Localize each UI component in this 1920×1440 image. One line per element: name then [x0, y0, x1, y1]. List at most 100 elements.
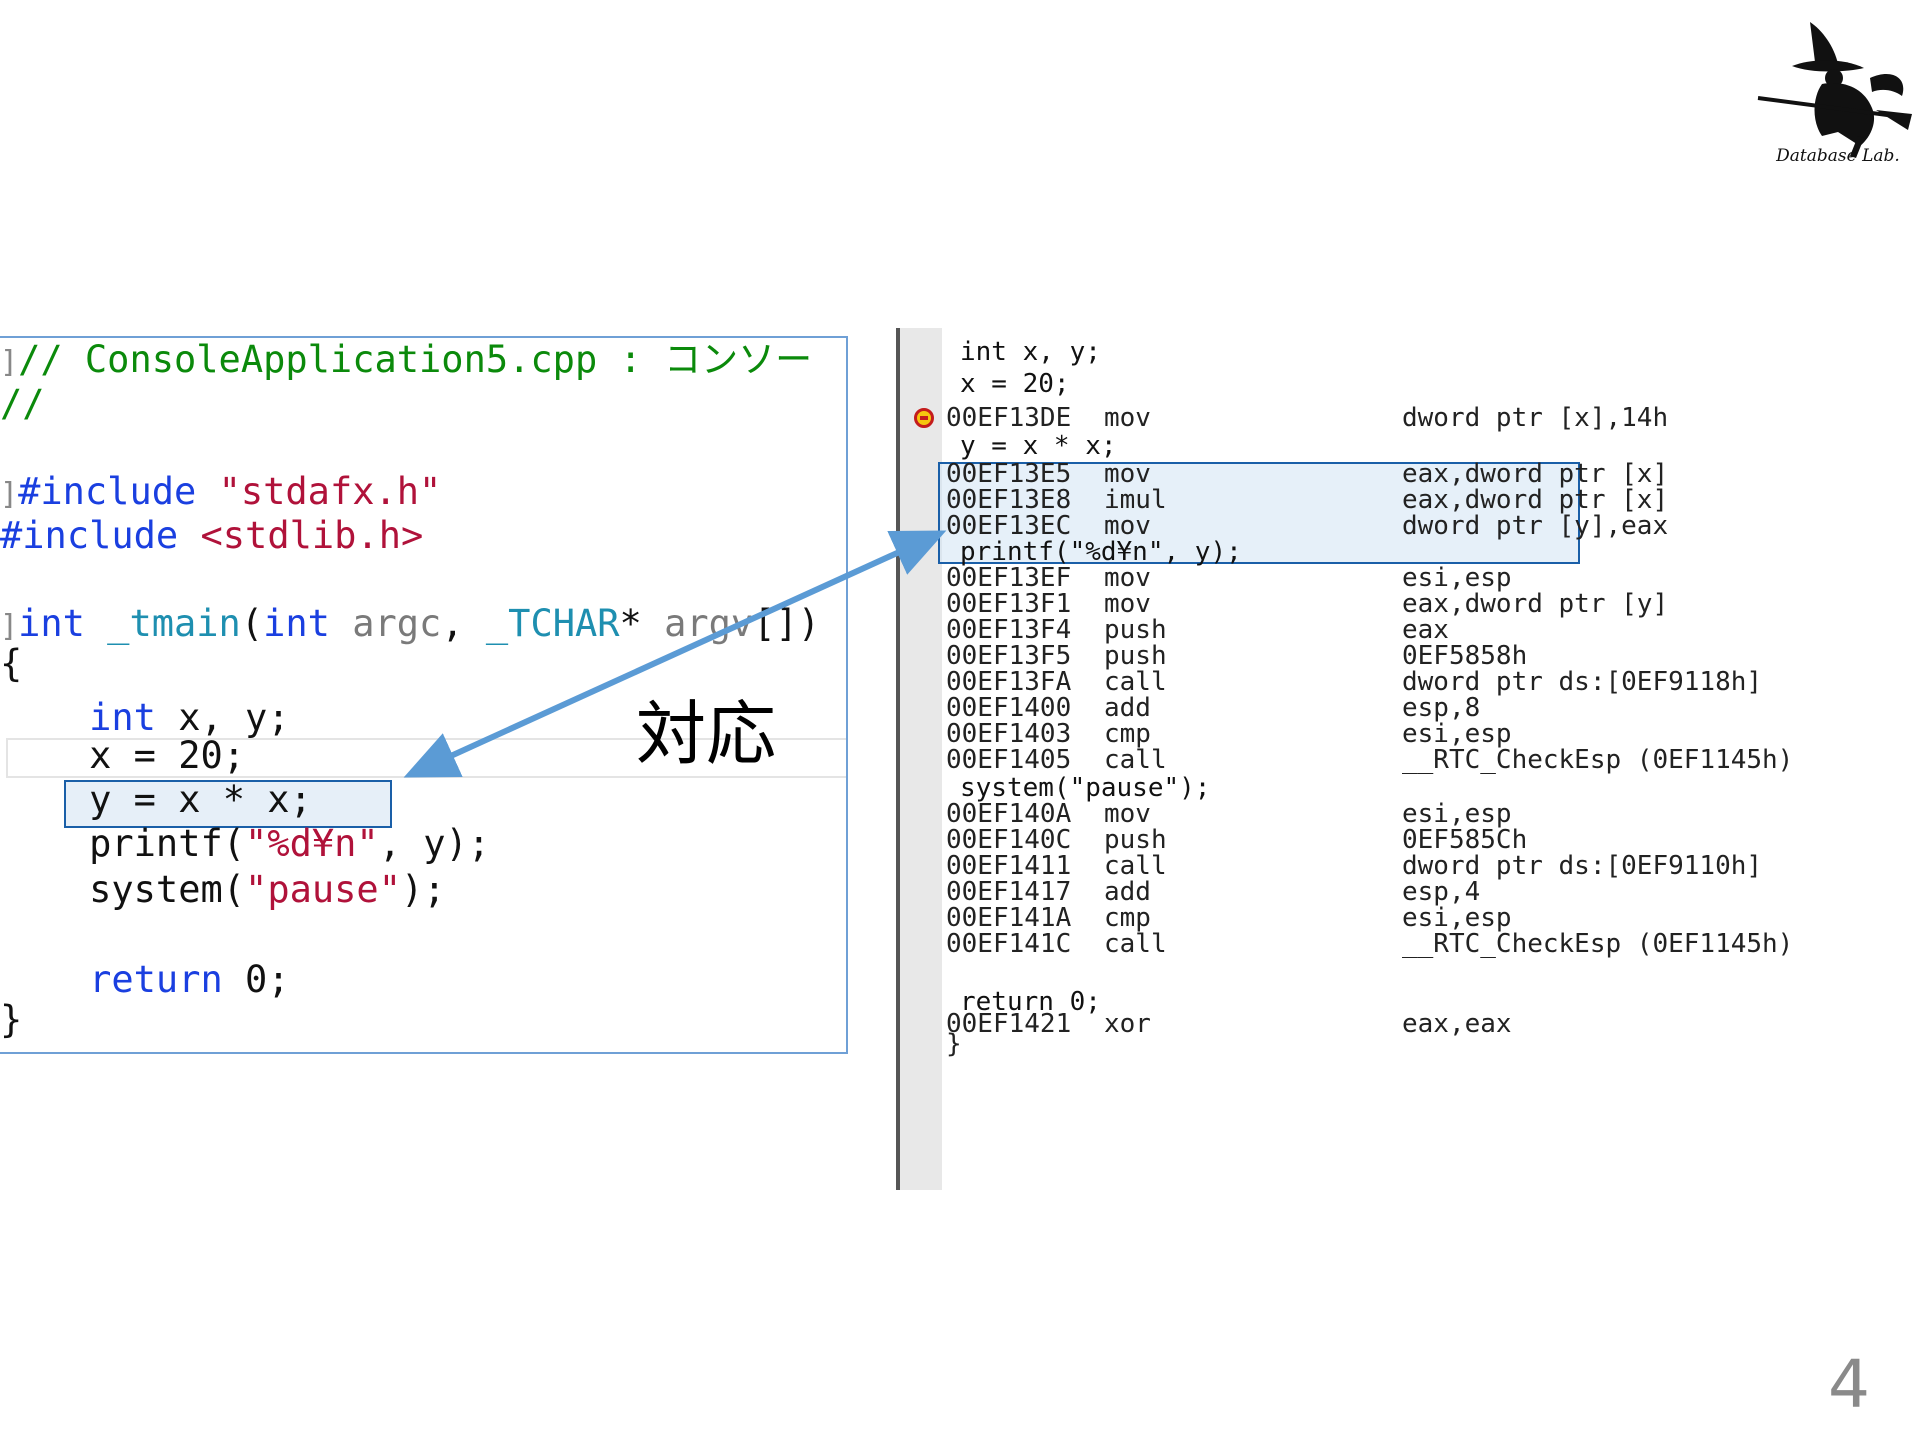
instruction-op: mov [1104, 403, 1151, 433]
breakpoint-icon[interactable] [914, 408, 934, 428]
instruction-addr: 00EF1405 [946, 745, 1072, 775]
code-token: system( [0, 868, 246, 911]
disasm-source-line: int x, y; [960, 337, 1101, 367]
code-line: y = x * x; [0, 778, 312, 822]
instruction-op: call [1104, 929, 1167, 959]
instruction-op: mov [1104, 459, 1151, 489]
code-token: "pause" [245, 868, 401, 911]
code-token: argv [664, 602, 754, 645]
code-token: int [89, 696, 156, 739]
code-gutter-mark: ] [0, 609, 19, 644]
disassembly-margin[interactable] [896, 328, 942, 1190]
instruction-addr: 00EF141C [946, 929, 1072, 959]
code-line: ]int _tmain(int argc, _TCHAR* argv[]) [0, 602, 820, 646]
disassembly-highlight-box [938, 462, 1580, 564]
instruction-arg: eax,dword ptr [x] [1402, 459, 1669, 489]
instruction-arg: dword ptr [y],eax [1402, 511, 1669, 541]
instruction-addr: 00EF1411 [946, 851, 1072, 881]
instruction-arg: esp,4 [1402, 877, 1481, 907]
code-line: int x, y; [0, 696, 290, 740]
code-token [85, 602, 107, 645]
instruction-arg: __RTC_CheckEsp (0EF1145h) [1402, 929, 1794, 959]
code-line: printf("%d¥n", y); [0, 822, 490, 866]
instruction-addr: 00EF13EC [946, 511, 1072, 541]
code-token: []) [753, 602, 821, 645]
instruction-arg: esi,esp [1402, 719, 1512, 749]
instruction-op: xor [1104, 1009, 1151, 1039]
code-line: #include <stdlib.h> [0, 514, 423, 558]
code-token: "%d¥n" [245, 822, 379, 865]
instruction-op: add [1104, 693, 1151, 723]
instruction-op: mov [1104, 799, 1151, 829]
instruction-addr: 00EF13FA [946, 667, 1072, 697]
instruction-arg: dword ptr ds:[0EF9110h] [1402, 851, 1763, 881]
instruction-arg: eax [1402, 615, 1449, 645]
instruction-arg: 0EF585Ch [1402, 825, 1528, 855]
instruction-op: call [1104, 667, 1167, 697]
code-line: // [0, 382, 45, 426]
instruction-op: call [1104, 851, 1167, 881]
disasm-source-line: system("pause"); [960, 773, 1211, 803]
instruction-addr: 00EF140C [946, 825, 1072, 855]
instruction-addr: 00EF13F4 [946, 615, 1072, 645]
code-token: * [619, 602, 665, 645]
instruction-arg: __RTC_CheckEsp (0EF1145h) [1402, 745, 1794, 775]
code-token: "stdafx.h" [218, 470, 442, 513]
code-token: x, y; [155, 696, 290, 739]
disasm-source-line: x = 20; [960, 369, 1070, 399]
code-token: ); [400, 868, 446, 911]
instruction-addr: 00EF140A [946, 799, 1072, 829]
instruction-addr: 00EF1403 [946, 719, 1072, 749]
code-token: } [0, 998, 23, 1041]
instruction-arg: esp,8 [1402, 693, 1481, 723]
code-line: ]// ConsoleApplication5.cpp : コンソー [0, 338, 812, 382]
witch-logo-icon [1757, 22, 1912, 158]
code-token: ( [240, 602, 264, 645]
code-token: return [89, 958, 223, 1001]
code-token [0, 696, 89, 739]
instruction-addr: 00EF1417 [946, 877, 1072, 907]
code-token: // ConsoleApplication5.cpp : コンソー [18, 338, 813, 381]
code-line: { [0, 642, 22, 686]
logo-caption: Database Lab. [1776, 146, 1900, 166]
code-line: return 0; [0, 958, 290, 1002]
code-token: #include [18, 470, 197, 513]
instruction-arg: esi,esp [1402, 799, 1512, 829]
code-token: _tmain [107, 602, 241, 645]
instruction-arg: esi,esp [1402, 903, 1512, 933]
code-token: printf( [0, 822, 246, 865]
code-token [330, 602, 352, 645]
instruction-op: cmp [1104, 719, 1151, 749]
code-gutter-mark: ] [0, 345, 19, 380]
disasm-source-line: y = x * x; [960, 431, 1117, 461]
source-highlight-box [64, 780, 392, 828]
instruction-arg: eax,eax [1402, 1009, 1512, 1039]
page-number: 4 [1828, 1346, 1870, 1423]
instruction-op: push [1104, 641, 1167, 671]
code-token: { [0, 642, 23, 685]
instruction-op: imul [1104, 485, 1167, 515]
instruction-op: cmp [1104, 903, 1151, 933]
code-token: x = 20; [0, 734, 246, 777]
code-token: int [18, 602, 85, 645]
instruction-arg: esi,esp [1402, 563, 1512, 593]
instruction-addr: 00EF13F1 [946, 589, 1072, 619]
instruction-addr: 00EF1421 [946, 1009, 1072, 1039]
instruction-op: push [1104, 615, 1167, 645]
code-token: #include [0, 514, 179, 557]
instruction-arg: dword ptr ds:[0EF9118h] [1402, 667, 1763, 697]
code-token: 0; [222, 958, 290, 1001]
code-token: // [0, 382, 45, 425]
instruction-addr: 00EF141A [946, 903, 1072, 933]
code-token: int [263, 602, 330, 645]
code-token: _TCHAR [485, 602, 620, 645]
code-token [196, 470, 218, 513]
code-token [0, 958, 89, 1001]
instruction-addr: 00EF13E5 [946, 459, 1072, 489]
disasm-source-line: return 0; [960, 987, 1101, 1017]
code-token: <stdlib.h> [200, 514, 424, 557]
instruction-addr: 00EF13DE [946, 403, 1072, 433]
instruction-addr: 00EF13E8 [946, 485, 1072, 515]
instruction-addr: 00EF1400 [946, 693, 1072, 723]
